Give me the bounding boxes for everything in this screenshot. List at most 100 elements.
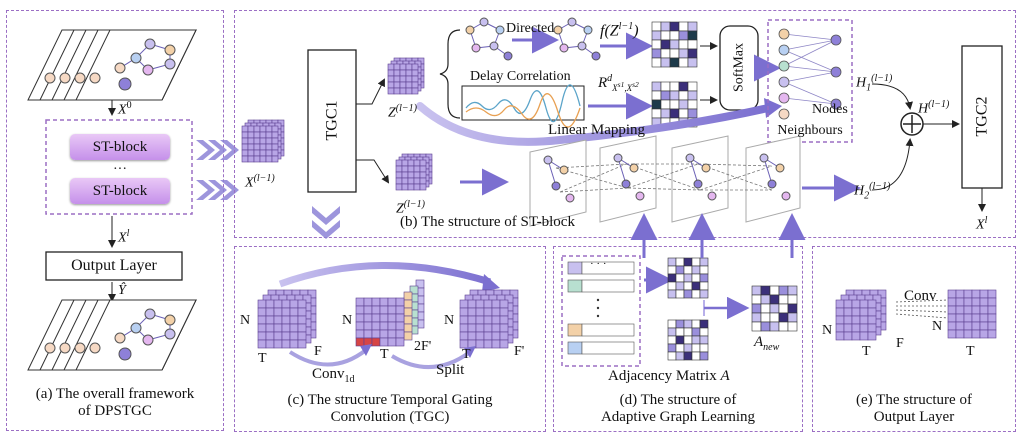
d-dots: · · ·	[590, 258, 607, 270]
caption-b: (b) The structure of ST-block	[400, 214, 575, 230]
embedding-row	[581, 341, 635, 355]
tensor-cell	[867, 307, 877, 317]
tensor-e-input	[835, 289, 887, 341]
directed-graph-2	[553, 17, 601, 61]
e-n2: N	[932, 319, 943, 334]
tensor-cell	[859, 315, 869, 325]
ellipsis-dot	[596, 314, 600, 318]
tensor-cell	[835, 331, 845, 341]
c-split: Split	[436, 362, 465, 378]
tensor-cell	[843, 307, 853, 317]
label-z-top: Z(l−1)	[388, 103, 417, 121]
st-block-dots: ···	[113, 162, 127, 177]
c-n3: N	[444, 313, 455, 328]
layered-graph-planes	[529, 135, 801, 227]
tensor-cell	[971, 289, 981, 299]
tensor-c-middle	[355, 279, 425, 347]
label-xl: Xl	[118, 228, 130, 246]
tensor-cell	[955, 329, 965, 339]
conv-arrowhead	[360, 344, 372, 356]
panel-output-layer	[812, 246, 1016, 432]
delay-signal-orange	[465, 93, 581, 128]
tensor-cell	[987, 329, 997, 339]
directed-graph-1	[465, 17, 513, 61]
tensor-cell	[843, 315, 853, 325]
st-block-container	[45, 119, 193, 215]
tensor-cell	[843, 323, 853, 333]
tensor-cell	[955, 305, 965, 315]
tensor-cell	[963, 289, 973, 299]
tensor-cell	[963, 297, 973, 307]
tensor-c-input	[257, 289, 317, 349]
ellipsis-dot	[596, 306, 600, 310]
c-t3: T	[462, 347, 471, 362]
label-x-in: X(l−1)	[245, 173, 275, 191]
panel-tgc	[234, 246, 546, 432]
tensor-cell	[971, 305, 981, 315]
chevron-arrows-b-to-c	[312, 206, 340, 239]
c-f3: F'	[514, 344, 525, 359]
st-block-1: ST-block	[70, 134, 170, 160]
tensor-cell	[843, 299, 853, 309]
e-t1: T	[862, 344, 871, 359]
e-n1: N	[822, 323, 833, 338]
brace	[439, 29, 461, 119]
split-curve	[390, 350, 472, 369]
output-layer-label: Output Layer	[71, 257, 157, 274]
tensor-cell	[297, 339, 307, 349]
delay-correlation-label: Delay Correlation	[470, 69, 571, 84]
tensor-cell	[835, 299, 845, 309]
tensor-cell	[971, 297, 981, 307]
label-x0: X0	[118, 100, 132, 118]
tensor-cell	[971, 329, 981, 339]
tensor-cell	[947, 313, 957, 323]
tensor-cell	[851, 315, 861, 325]
tensor-cell	[971, 321, 981, 331]
c-n2: N	[342, 313, 353, 328]
directed-label: Directed	[506, 21, 555, 36]
tensor-cell	[987, 321, 997, 331]
neighbour-bipartite	[778, 28, 842, 120]
output-layer-box	[45, 251, 183, 281]
e-f1: F	[896, 336, 904, 351]
tensor-cell	[851, 307, 861, 317]
tensor-cell	[859, 307, 869, 317]
e-t2: T	[966, 344, 975, 359]
tensor-cell	[947, 297, 957, 307]
tensor-cell	[987, 305, 997, 315]
tensor-x-input	[241, 119, 285, 163]
tensor-cell	[843, 331, 853, 341]
e-conv: Conv	[904, 288, 937, 304]
tensor-cell	[987, 297, 997, 307]
d-adjacency: Adjacency Matrix A	[608, 368, 730, 384]
tensor-z-bottom	[395, 153, 433, 191]
output-graph-stack	[27, 299, 197, 371]
tensor-cell	[987, 289, 997, 299]
matrix-cell	[687, 57, 698, 68]
label-z-bottom: Z(l−1)	[396, 199, 425, 217]
split-arrowhead	[464, 346, 476, 358]
c-conv: Conv1d	[312, 366, 355, 385]
tgc1-box	[307, 49, 357, 193]
tensor-cell	[979, 321, 989, 331]
tensor-cell	[499, 339, 509, 349]
tensor-cell	[395, 337, 405, 347]
embedding-container	[561, 255, 641, 367]
tensor-e-output	[947, 289, 997, 339]
chevron-arrows-a-to-b	[196, 140, 239, 200]
top-curve-arrow	[278, 262, 492, 288]
c-t2: T	[380, 347, 389, 362]
input-graph-stack	[27, 29, 197, 101]
label-h2: H2(l−1)	[854, 181, 891, 202]
panel-overall-framework	[6, 10, 224, 431]
arrow-tgc1-to-z-bottom	[356, 159, 390, 184]
conv-curve	[288, 348, 368, 367]
label-yhat: Ŷ	[118, 283, 126, 298]
tensor-cell	[955, 321, 965, 331]
tensor-cell	[851, 331, 861, 341]
tensor-cell	[979, 289, 989, 299]
